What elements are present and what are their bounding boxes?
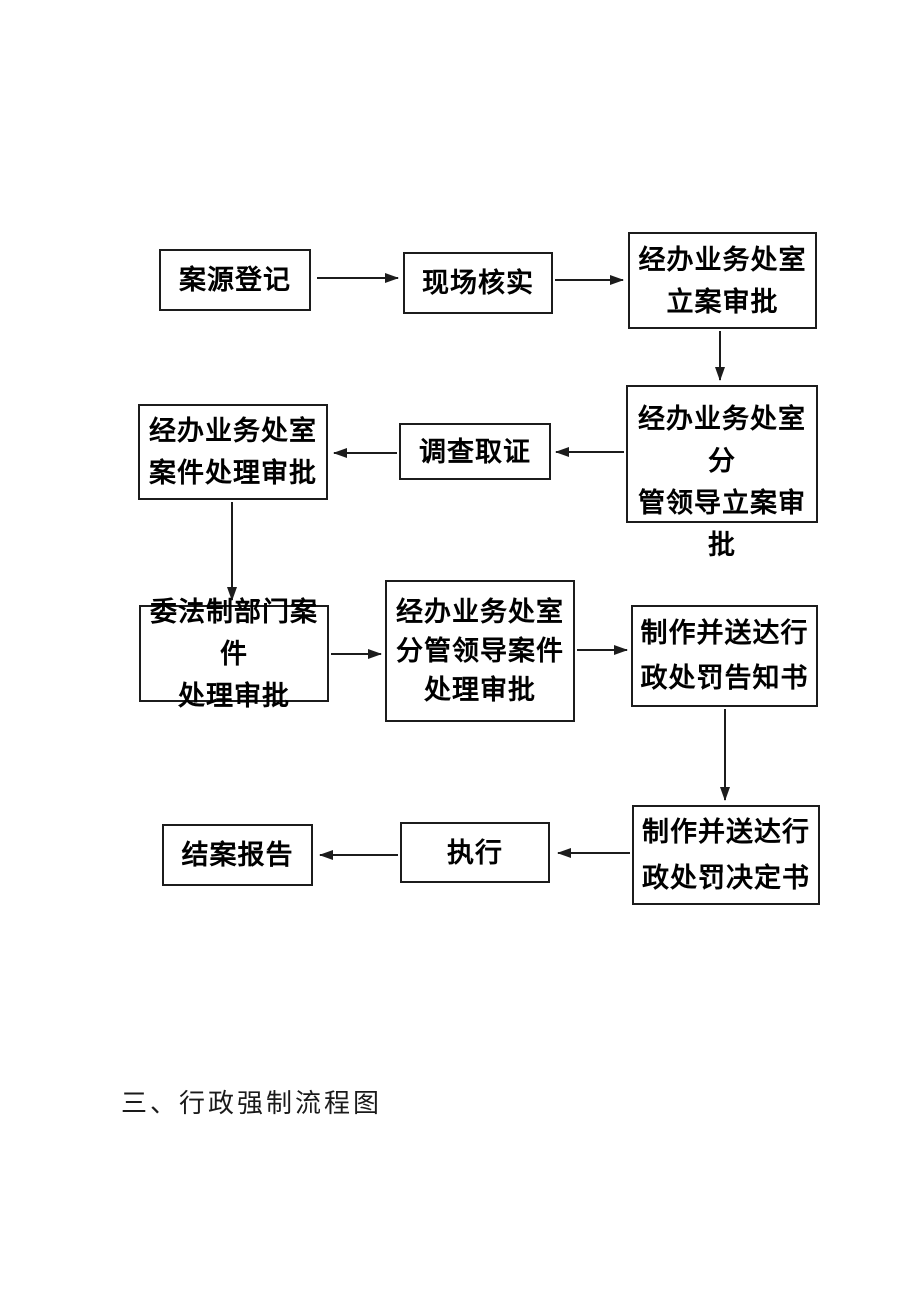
flow-node-execution: 执行 (400, 822, 550, 883)
flow-node-leader-filing-approval: 经办业务处室分 管领导立案审批 (626, 385, 818, 560)
flow-node-leader-case-handling-approval: 经办业务处室 分管领导案件 处理审批 (385, 580, 575, 722)
flow-node-onsite-verification: 现场核实 (403, 252, 553, 314)
flow-node-penalty-notice-delivery: 制作并送达行 政处罚告知书 (631, 605, 818, 707)
flow-node-dept-filing-approval: 经办业务处室 立案审批 (628, 232, 817, 329)
flow-node-investigation-evidence-collection: 调查取证 (399, 423, 551, 480)
flow-node-legal-dept-case-handling-approval: 委法制部门案件 处理审批 (139, 597, 329, 711)
section-heading: 三、行政强制流程图 (121, 1089, 383, 1118)
flow-node-case-closing-report: 结案报告 (162, 824, 313, 886)
flow-node-penalty-decision-delivery: 制作并送达行 政处罚决定书 (632, 805, 820, 905)
flow-node-dept-case-handling-approval: 经办业务处室 案件处理审批 (138, 404, 328, 500)
flow-node-case-source-registration: 案源登记 (159, 249, 311, 311)
